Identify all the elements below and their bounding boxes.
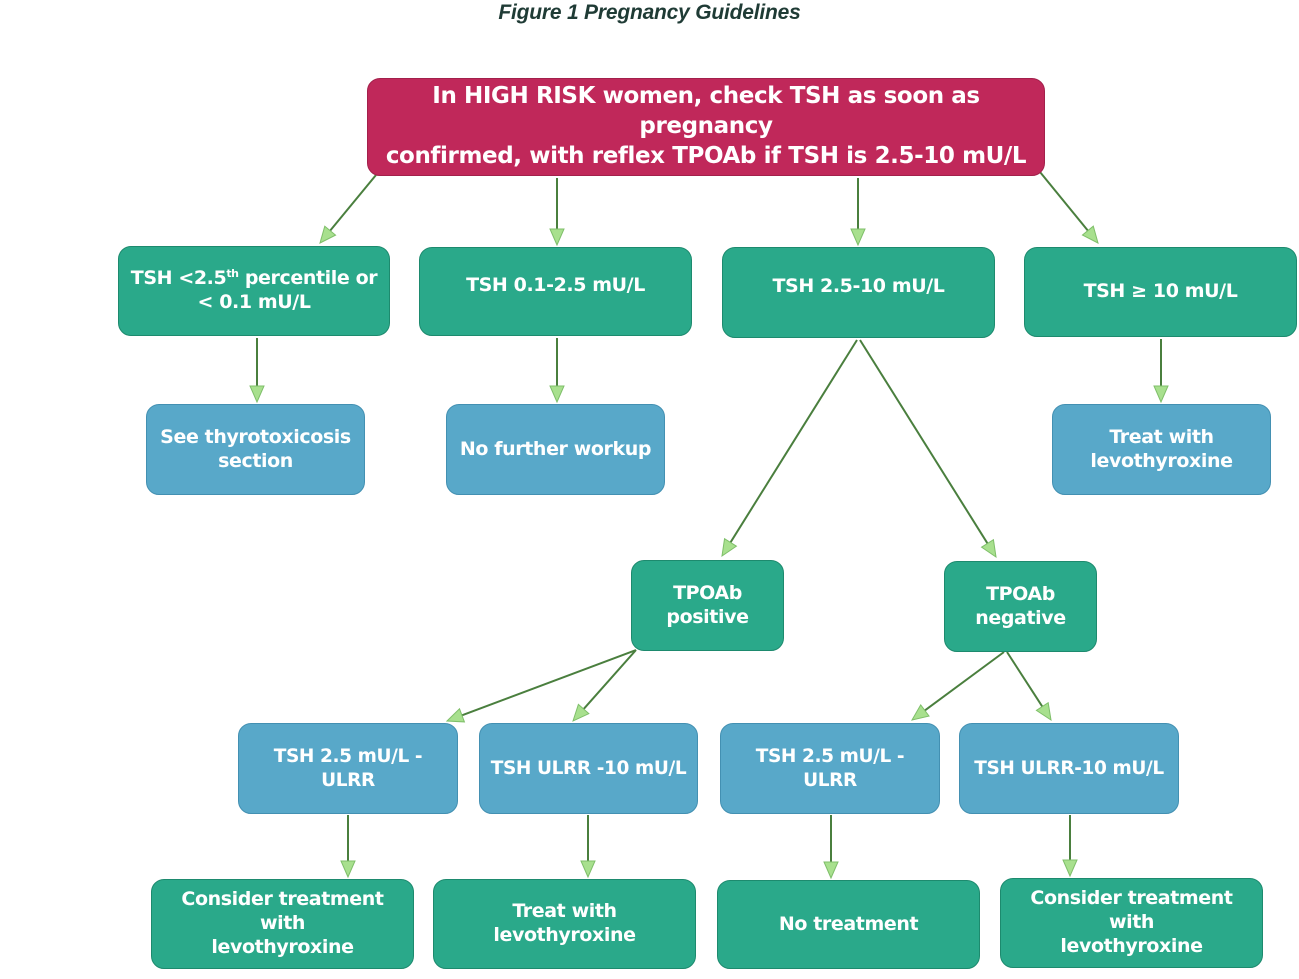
arrow-neg-high-to-consider bbox=[1062, 815, 1078, 878]
tpoab-positive-line-1: TPOAb bbox=[673, 581, 742, 604]
pos-low-label: TSH 2.5 mU/L - ULRR bbox=[273, 746, 423, 791]
box-tsh-low: TSH <2.5th percentile or < 0.1 mU/L bbox=[118, 246, 390, 336]
box-tsh-normal: TSH 0.1-2.5 mU/L bbox=[419, 247, 692, 336]
neg-high-label: TSH ULRR-10 mU/L bbox=[974, 757, 1164, 779]
consider-neg-line-1: Consider treatment with bbox=[1030, 887, 1233, 934]
tsh-mid-label: TSH 2.5-10 mU/L bbox=[772, 274, 945, 297]
arrow-tsh-normal-to-no-workup bbox=[549, 338, 565, 404]
box-tpoab-positive: TPOAb positive bbox=[631, 560, 784, 651]
tsh-low-line-2: < 0.1 mU/L bbox=[197, 291, 311, 313]
arrow-root-to-tsh-low bbox=[319, 174, 377, 244]
arrow-tpoab-pos-to-pos-low bbox=[445, 649, 637, 723]
tsh-low-post: percentile or bbox=[238, 267, 378, 290]
arrow-root-to-tsh-mid bbox=[850, 178, 866, 247]
box-no-treatment: No treatment bbox=[717, 880, 980, 969]
arrow-tsh-low-to-thyrotoxicosis bbox=[249, 338, 265, 404]
arrow-tsh-mid-to-tpoab-neg bbox=[859, 339, 997, 559]
root-line-1: In HIGH RISK women, check TSH as soon as… bbox=[432, 83, 980, 140]
root-line-2: confirmed, with reflex TPOAb if TSH is 2… bbox=[385, 142, 1027, 169]
treat-high-line-1: Treat with bbox=[1109, 425, 1214, 448]
arrow-tsh-high-to-treat bbox=[1153, 339, 1169, 404]
treat-pos-line-1: Treat with bbox=[512, 900, 617, 923]
pos-high-label: TSH ULRR -10 mU/L bbox=[490, 757, 687, 779]
box-no-further-workup: No further workup bbox=[446, 404, 665, 495]
treat-high-line-2: levothyroxine bbox=[1090, 449, 1233, 472]
arrow-neg-low-to-no-treatment bbox=[823, 815, 839, 880]
tpoab-negative-line-1: TPOAb bbox=[986, 582, 1055, 605]
no-treatment-label: No treatment bbox=[778, 912, 919, 935]
box-neg-tsh-2-5-ulrr: TSH 2.5 mU/L - ULRR bbox=[720, 723, 940, 814]
box-treat-levothyroxine-pos: Treat with levothyroxine bbox=[433, 879, 696, 969]
box-consider-treatment-pos: Consider treatment with levothyroxine bbox=[151, 879, 414, 969]
tpoab-positive-line-2: positive bbox=[666, 605, 749, 628]
arrow-tpoab-neg-to-neg-low bbox=[910, 651, 1005, 721]
box-see-thyrotoxicosis: See thyrotoxicosis section bbox=[146, 404, 365, 495]
box-tsh-high: TSH ≥ 10 mU/L bbox=[1024, 247, 1297, 337]
box-tpoab-negative: TPOAb negative bbox=[944, 561, 1097, 652]
box-neg-tsh-ulrr-10: TSH ULRR-10 mU/L bbox=[959, 723, 1179, 814]
box-tsh-mid: TSH 2.5-10 mU/L bbox=[722, 247, 995, 338]
arrow-pos-high-to-treat bbox=[580, 815, 596, 879]
neg-low-label: TSH 2.5 mU/L - ULRR bbox=[755, 746, 905, 791]
consider-pos-line-2: levothyroxine bbox=[211, 935, 354, 958]
tsh-normal-label: TSH 0.1-2.5 mU/L bbox=[466, 273, 645, 296]
arrow-tpoab-neg-to-neg-high bbox=[1006, 651, 1052, 722]
arrow-pos-low-to-consider bbox=[340, 815, 356, 879]
box-consider-treatment-neg: Consider treatment with levothyroxine bbox=[1000, 878, 1263, 968]
figure-caption: Figure 1 Pregnancy Guidelines bbox=[498, 1, 801, 24]
box-pos-tsh-2-5-ulrr: TSH 2.5 mU/L - ULRR bbox=[238, 723, 458, 814]
arrow-tpoab-pos-to-pos-high bbox=[572, 649, 637, 722]
consider-pos-line-1: Consider treatment with bbox=[181, 888, 384, 935]
arrow-root-to-tsh-high bbox=[1039, 171, 1099, 244]
thyrotoxicosis-line-2: section bbox=[218, 449, 293, 472]
root-box-high-risk-screening: In HIGH RISK women, check TSH as soon as… bbox=[367, 78, 1045, 176]
tsh-low-line-1: TSH <2.5th percentile or bbox=[130, 267, 378, 291]
tsh-low-sup: th bbox=[226, 267, 239, 281]
tpoab-negative-line-2: negative bbox=[975, 606, 1066, 629]
tsh-high-label: TSH ≥ 10 mU/L bbox=[1083, 280, 1238, 303]
thyrotoxicosis-line-1: See thyrotoxicosis bbox=[160, 425, 351, 448]
consider-neg-line-2: levothyroxine bbox=[1060, 934, 1203, 957]
box-treat-levothyroxine-high: Treat with levothyroxine bbox=[1052, 404, 1271, 495]
treat-pos-line-2: levothyroxine bbox=[493, 924, 636, 946]
arrow-root-to-tsh-normal bbox=[549, 178, 565, 247]
tsh-low-pre: TSH <2.5 bbox=[130, 267, 227, 290]
arrow-tsh-mid-to-tpoab-pos bbox=[721, 339, 858, 558]
box-pos-tsh-ulrr-10: TSH ULRR -10 mU/L bbox=[479, 723, 698, 814]
no-workup-label: No further workup bbox=[459, 437, 652, 460]
